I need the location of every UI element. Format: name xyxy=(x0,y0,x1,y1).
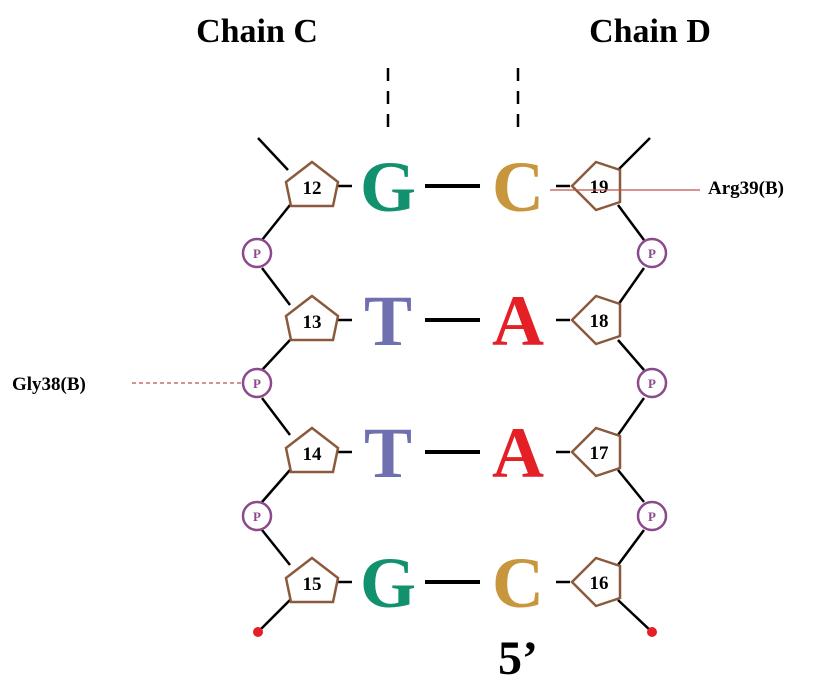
phosphate-left-12-13: P xyxy=(241,237,273,269)
phosphate-left-14-15: P xyxy=(241,500,273,532)
nucleotide-number: 16 xyxy=(590,573,609,594)
chain-c-title: Chain C xyxy=(196,13,318,50)
terminal-dot-left xyxy=(253,627,263,637)
phosphate-label: P xyxy=(253,509,261,524)
nucleotide-number: 13 xyxy=(303,312,322,333)
base-12-letter: G xyxy=(360,147,416,227)
left-backbone xyxy=(257,137,291,633)
terminal-dot-right xyxy=(647,627,657,637)
sugar-16: 16 xyxy=(570,556,622,608)
nucleotide-number: 15 xyxy=(303,574,322,595)
pair-bond-lines xyxy=(425,184,480,584)
phosphate-label: P xyxy=(253,376,261,391)
base-19-letter: C xyxy=(492,147,544,227)
nucleotide-number: 14 xyxy=(303,444,323,465)
right-backbone xyxy=(616,137,653,633)
sugar-17: 17 xyxy=(570,426,622,478)
base-18-letter: A xyxy=(492,281,544,361)
base-17-letter: A xyxy=(492,413,544,493)
phosphate-label: P xyxy=(648,246,656,261)
phosphate-left-13-14: P xyxy=(241,367,273,399)
phosphate-label: P xyxy=(253,246,261,261)
phosphate-label: P xyxy=(648,376,656,391)
arg39-label: Arg39(B) xyxy=(708,178,784,199)
chain-d-title: Chain D xyxy=(589,13,711,50)
nucleotide-number: 19 xyxy=(590,177,609,198)
phosphate-right-18-17: P xyxy=(636,367,668,399)
nucleotide-number: 17 xyxy=(590,443,610,464)
phosphate-label: P xyxy=(648,509,656,524)
sugar-12: 12 xyxy=(284,160,340,208)
base-16-letter: C xyxy=(492,543,544,623)
base-14-letter: T xyxy=(364,413,412,493)
phosphate-right-19-18: P xyxy=(636,237,668,269)
sugar-15: 15 xyxy=(284,556,340,604)
base-13-letter: T xyxy=(364,281,412,361)
sugar-18: 18 xyxy=(570,294,622,346)
nucleotide-number: 12 xyxy=(303,178,322,199)
phosphate-right-17-16: P xyxy=(636,500,668,532)
sugar-19: 19 xyxy=(570,160,622,212)
gly38-label: Gly38(B) xyxy=(12,374,86,395)
sugar-14: 14 xyxy=(284,426,340,474)
sugar-base-stubs xyxy=(338,184,570,584)
sugar-13: 13 xyxy=(284,294,340,342)
nucleotide-number: 18 xyxy=(590,311,609,332)
base-15-letter: G xyxy=(360,543,416,623)
five-prime-label: 5’ xyxy=(498,632,538,685)
